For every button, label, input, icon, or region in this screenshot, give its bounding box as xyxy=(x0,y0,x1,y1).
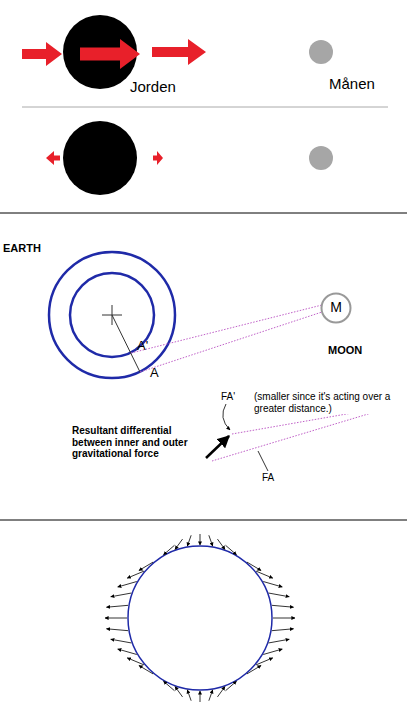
tidal-vector xyxy=(263,649,282,655)
tidal-arrow xyxy=(46,151,60,165)
tidal-vector xyxy=(164,681,175,691)
tidal-vector xyxy=(139,665,153,673)
tidal-vector xyxy=(269,593,290,597)
earth-ring xyxy=(49,252,175,378)
tidal-vector xyxy=(209,690,213,701)
moon-disc xyxy=(309,146,333,170)
leader-line xyxy=(223,404,230,430)
tidal-vector xyxy=(269,639,290,643)
planet-label: Månen xyxy=(329,75,375,92)
point-label: A xyxy=(150,366,159,381)
tidal-vector xyxy=(106,629,128,631)
point-label: A' xyxy=(137,339,148,354)
tidal-vector xyxy=(209,535,213,546)
body-label: MOON xyxy=(328,344,362,357)
tidal-vector xyxy=(175,539,183,549)
moon-letter: M xyxy=(330,300,342,315)
tidal-vector xyxy=(272,605,294,607)
tidal-vector xyxy=(272,629,294,631)
tidal-vector xyxy=(175,687,183,697)
earth-outline xyxy=(128,546,272,690)
tidal-vector xyxy=(105,618,127,619)
tidal-vector xyxy=(247,562,261,570)
tidal-vector xyxy=(247,665,261,673)
tidal-vector xyxy=(187,535,191,546)
resultant-arrow xyxy=(206,436,229,458)
tidal-vector xyxy=(139,562,153,570)
tidal-vector xyxy=(127,658,144,665)
tidal-vector xyxy=(263,582,282,588)
tidal-vector xyxy=(187,690,191,701)
moon-circle: M xyxy=(320,292,352,324)
tidal-vector xyxy=(217,539,225,549)
leader-line xyxy=(258,451,268,471)
tidal-vector xyxy=(273,618,295,619)
tidal-vector xyxy=(164,545,175,555)
body-label: EARTH xyxy=(3,242,41,255)
divider xyxy=(22,107,388,108)
force-arrow xyxy=(80,39,140,69)
callout-text: Resultant differential between inner and… xyxy=(72,425,208,460)
earth-disc xyxy=(63,121,137,195)
force-arrow xyxy=(152,39,206,65)
tidal-vector xyxy=(118,582,137,588)
moon-disc xyxy=(309,40,333,64)
radius-line xyxy=(112,315,140,372)
tidal-arrow xyxy=(153,151,163,165)
divider xyxy=(0,520,407,521)
force-line xyxy=(140,312,322,372)
tidal-vector xyxy=(256,658,273,665)
tidal-vector xyxy=(200,534,201,545)
tidal-vector xyxy=(226,681,237,691)
tidal-vector xyxy=(127,571,144,578)
tidal-vector xyxy=(256,571,273,578)
tidal-vector xyxy=(217,687,225,697)
tidal-vector xyxy=(106,605,128,607)
note-text: (smaller since it's acting over a greate… xyxy=(254,391,402,414)
force-line xyxy=(131,305,322,353)
force-arrow xyxy=(22,42,62,66)
tidal-vector xyxy=(118,649,137,655)
planet-label: Jorden xyxy=(130,78,176,95)
divider xyxy=(0,213,407,214)
tidal-vector xyxy=(111,593,132,597)
force-label: FA' xyxy=(221,391,235,403)
tidal-vector xyxy=(226,545,237,555)
force-label: FA xyxy=(262,472,274,484)
tidal-vector xyxy=(200,691,201,702)
tidal-vector xyxy=(111,639,132,643)
